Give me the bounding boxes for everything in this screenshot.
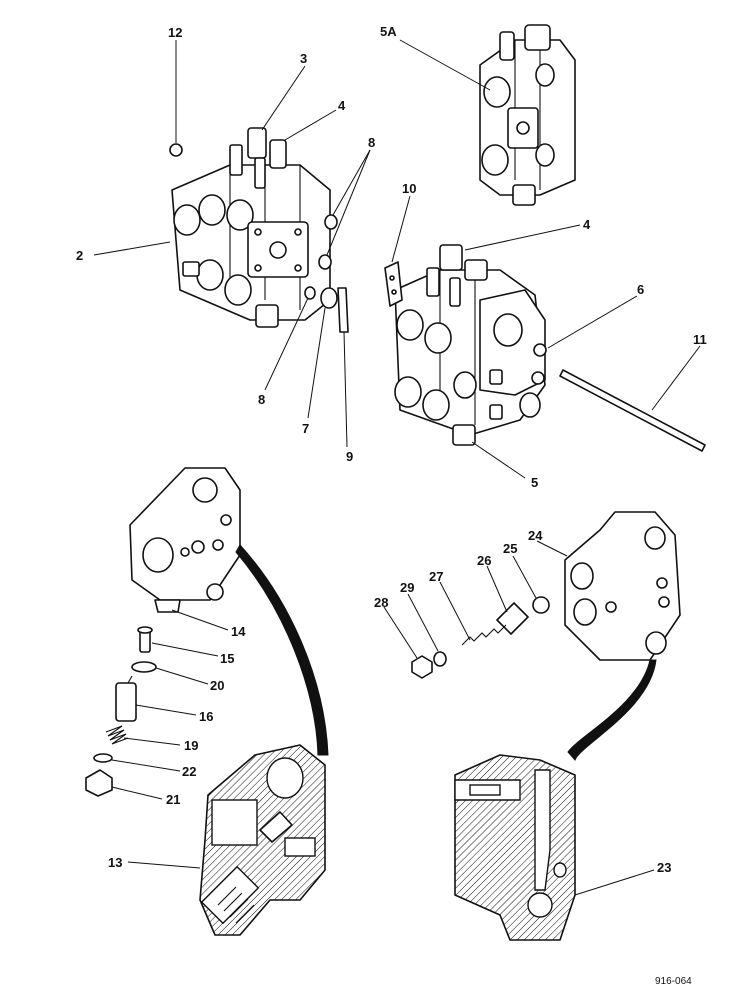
callout-12: 12 [168,25,182,40]
valve-block-2 [169,127,331,328]
callout-3: 3 [300,51,307,66]
callout-10: 10 [402,181,416,196]
callout-5a: 5A [380,24,397,39]
callout-23: 23 [657,860,671,875]
callout-28: 28 [374,595,388,610]
relief-section-13 [199,744,326,936]
callout-6: 6 [637,282,644,297]
callout-8-lower: 8 [258,392,265,407]
callout-8-upper: 8 [368,135,375,150]
valve-block-5 [394,244,547,446]
callout-29: 29 [400,580,414,595]
callout-26: 26 [477,553,491,568]
callout-14: 14 [231,624,246,639]
relief-housing-14 [129,467,241,613]
callout-16: 16 [199,709,213,724]
callout-13: 13 [108,855,122,870]
callout-20: 20 [210,678,224,693]
callout-7: 7 [302,421,309,436]
callout-2: 2 [76,248,83,263]
callout-19: 19 [184,738,198,753]
callout-4-lower: 4 [583,217,591,232]
leader-lines [93,39,701,896]
check-valve-parts [411,596,550,679]
callout-4-upper: 4 [338,98,346,113]
end-section-5a [479,24,576,206]
section-connectors [235,544,657,761]
relief-valve-parts [85,626,157,797]
callout-labels: 12 3 4 5A 8 10 2 4 6 11 8 7 9 5 14 15 20… [76,24,707,875]
tie-rod-11 [559,369,706,452]
callout-27: 27 [429,569,443,584]
housing-24 [564,511,681,661]
seals-and-gasket [304,214,403,333]
callout-9: 9 [346,449,353,464]
drawing-number: 916-064 [655,976,692,987]
callout-21: 21 [166,792,180,807]
callout-5: 5 [531,475,538,490]
callout-22: 22 [182,764,196,779]
callout-15: 15 [220,651,234,666]
callout-24: 24 [528,528,543,543]
callout-25: 25 [503,541,517,556]
housing-section-23 [454,754,576,941]
callout-11: 11 [693,332,707,347]
